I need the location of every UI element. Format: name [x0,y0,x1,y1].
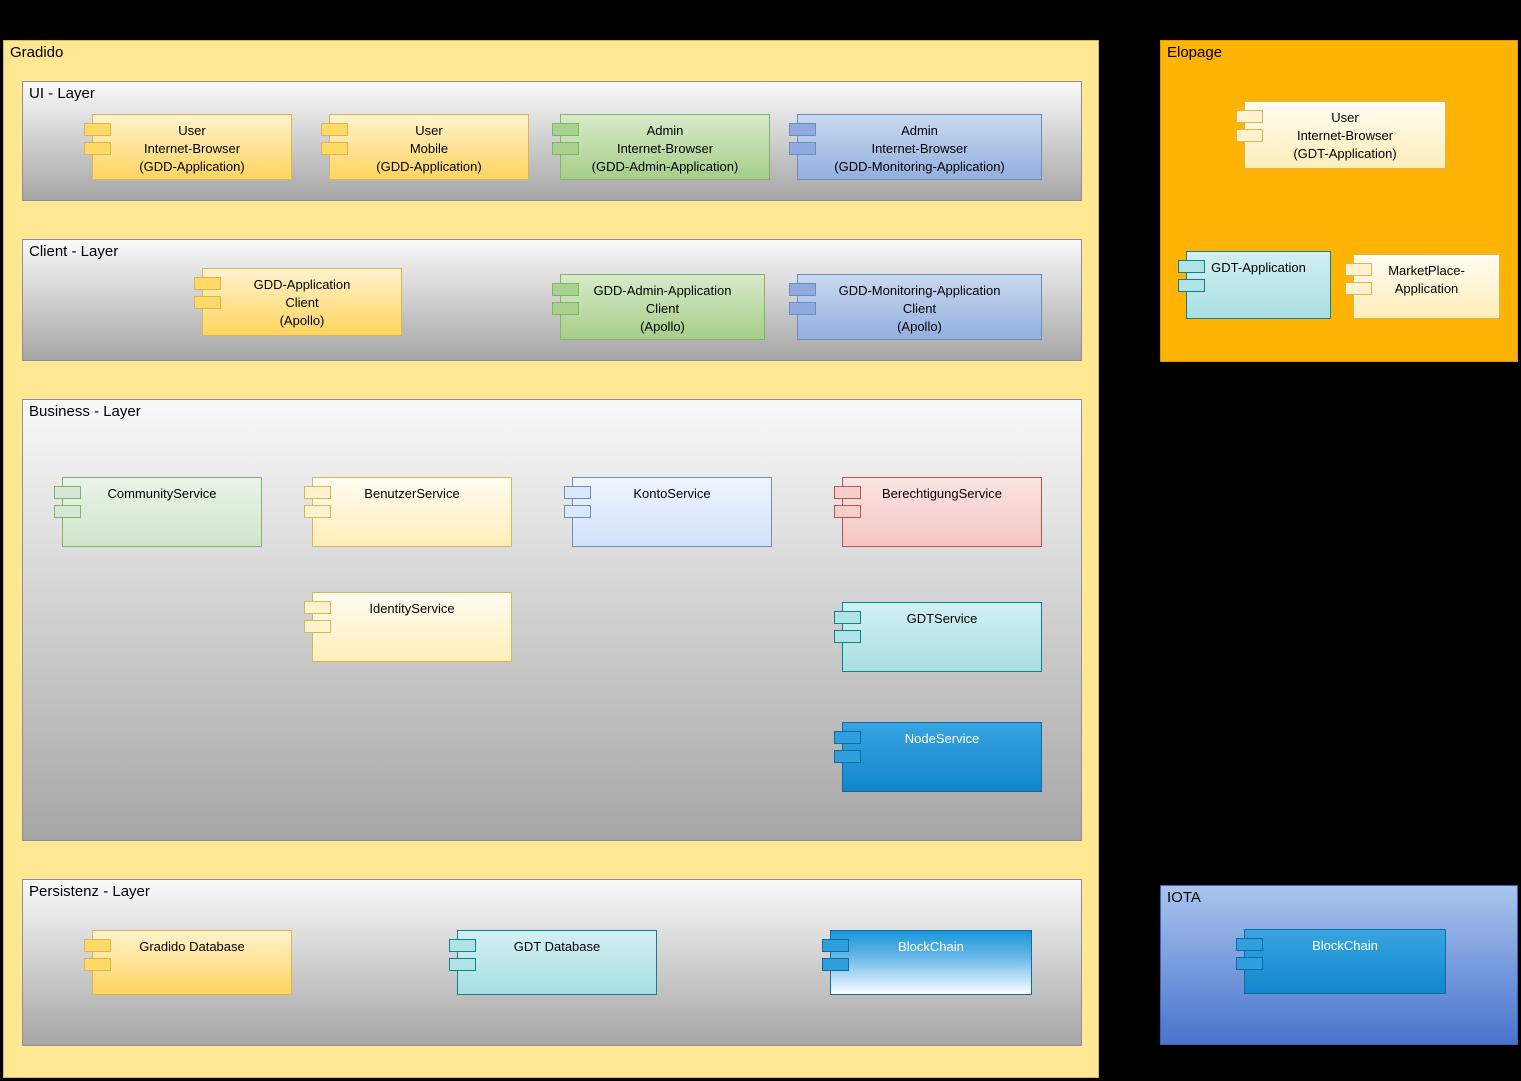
container-elopage[interactable]: Elopage User Internet-Browser (GDT-Appli… [1160,40,1518,362]
component-label: MarketPlace- Application [1388,263,1465,296]
component-tab-icon [822,939,849,952]
component-label: BenutzerService [364,486,460,501]
component-tab-icon [1236,957,1263,970]
component-label: GDD-Admin-Application Client (Apollo) [593,283,732,334]
component-tab-icon [54,505,81,518]
component-tab-icon [552,302,579,315]
component-label: BlockChain [898,939,964,954]
component-gdd-admin-application-client[interactable]: GDD-Admin-Application Client (Apollo) [552,274,765,340]
component-label: GDD-Application Client (Apollo) [253,277,351,328]
layer-ui[interactable]: UI - Layer User Internet-Browser (GDD-Ap… [22,81,1082,201]
component-label: Admin Internet-Browser (GDD-Admin-Applic… [591,123,739,174]
component-tab-icon [834,486,861,499]
business-layer-title: Business - Layer [29,403,141,420]
component-tab-icon [564,486,591,499]
component-tab-icon [834,630,861,643]
component-label: GDT Database [513,939,601,954]
component-tab-icon [84,939,111,952]
component-tab-icon [1345,282,1372,295]
component-tab-icon [1236,129,1263,142]
component-tab-icon [304,620,331,633]
component-tab-icon [194,277,221,290]
ui-layer-title: UI - Layer [29,85,95,102]
component-tab-icon [834,750,861,763]
component-communityservice[interactable]: CommunityService [54,477,262,547]
component-tab-icon [304,505,331,518]
component-gradido-database[interactable]: Gradido Database [84,930,292,995]
component-label: User Internet-Browser (GDT-Application) [1293,110,1397,161]
component-admin-internet-browser-gdd-monitoring[interactable]: Admin Internet-Browser (GDD-Monitoring-A… [789,114,1042,180]
component-tab-icon [1178,260,1205,273]
component-tab-icon [552,283,579,296]
layer-business[interactable]: Business - Layer CommunityService Benutz… [22,399,1082,841]
component-tab-icon [194,296,221,309]
component-tab-icon [789,283,816,296]
component-benutzerservice[interactable]: BenutzerService [304,477,512,547]
component-tab-icon [552,142,579,155]
component-tab-icon [1178,279,1205,292]
component-gdt-database[interactable]: GDT Database [449,930,657,995]
component-tab-icon [789,123,816,136]
component-label: GDD-Monitoring-Application Client (Apoll… [838,283,1001,334]
component-tab-icon [84,958,111,971]
component-label: GDTService [906,611,978,626]
layer-persistenz[interactable]: Persistenz - Layer Gradido Database GDT … [22,879,1082,1046]
iota-title: IOTA [1167,889,1201,906]
component-tab-icon [449,939,476,952]
component-berechtigungservice[interactable]: BerechtigungService [834,477,1042,547]
component-kontoservice[interactable]: KontoService [564,477,772,547]
component-tab-icon [304,486,331,499]
component-tab-icon [834,611,861,624]
component-tab-icon [564,505,591,518]
component-label: User Internet-Browser (GDD-Application) [139,123,245,174]
component-label: GDT-Application [1211,260,1306,275]
component-label: IdentityService [369,601,455,616]
component-identityservice[interactable]: IdentityService [304,592,512,662]
component-tab-icon [321,142,348,155]
component-tab-icon [54,486,81,499]
component-label: NodeService [904,731,980,746]
component-user-mobile-gdd[interactable]: User Mobile (GDD-Application) [321,114,529,180]
component-label: BerechtigungService [882,486,1002,501]
component-label: CommunityService [107,486,217,501]
component-gdtservice[interactable]: GDTService [834,602,1042,672]
component-tab-icon [1345,263,1372,276]
component-admin-internet-browser-gdd-admin[interactable]: Admin Internet-Browser (GDD-Admin-Applic… [552,114,770,180]
component-user-internet-browser-gdt[interactable]: User Internet-Browser (GDT-Application) [1236,101,1446,169]
component-tab-icon [304,601,331,614]
component-tab-icon [789,302,816,315]
component-label: Gradido Database [139,939,245,954]
component-tab-icon [1236,938,1263,951]
component-gdd-monitoring-application-client[interactable]: GDD-Monitoring-Application Client (Apoll… [789,274,1042,340]
component-tab-icon [822,958,849,971]
client-layer-title: Client - Layer [29,243,119,260]
component-nodeservice[interactable]: NodeService [834,722,1042,792]
component-tab-icon [789,142,816,155]
component-label: User Mobile (GDD-Application) [376,123,482,174]
component-tab-icon [84,123,111,136]
component-tab-icon [84,142,111,155]
component-gdt-application[interactable]: GDT-Application [1178,251,1331,319]
component-blockchain-iota[interactable]: BlockChain [1236,929,1446,994]
container-gradido[interactable]: Gradido UI - Layer User Internet-Browser… [3,40,1099,1078]
component-tab-icon [834,505,861,518]
elopage-title: Elopage [1167,44,1223,61]
container-iota[interactable]: IOTA BlockChain [1160,885,1518,1045]
layer-client[interactable]: Client - Layer GDD-Application Client (A… [22,239,1082,361]
component-blockchain-gradido[interactable]: BlockChain [822,930,1032,995]
component-tab-icon [321,123,348,136]
gradido-title: Gradido [10,44,64,61]
component-tab-icon [449,958,476,971]
component-tab-icon [834,731,861,744]
component-gdd-application-client[interactable]: GDD-Application Client (Apollo) [194,268,402,336]
component-label: BlockChain [1312,938,1378,953]
component-label: KontoService [633,486,711,501]
component-tab-icon [552,123,579,136]
component-user-internet-browser-gdd[interactable]: User Internet-Browser (GDD-Application) [84,114,292,180]
component-tab-icon [1236,110,1263,123]
component-marketplace-application[interactable]: MarketPlace- Application [1345,254,1500,319]
component-label: Admin Internet-Browser (GDD-Monitoring-A… [834,123,1005,174]
persistenz-layer-title: Persistenz - Layer [29,883,150,900]
